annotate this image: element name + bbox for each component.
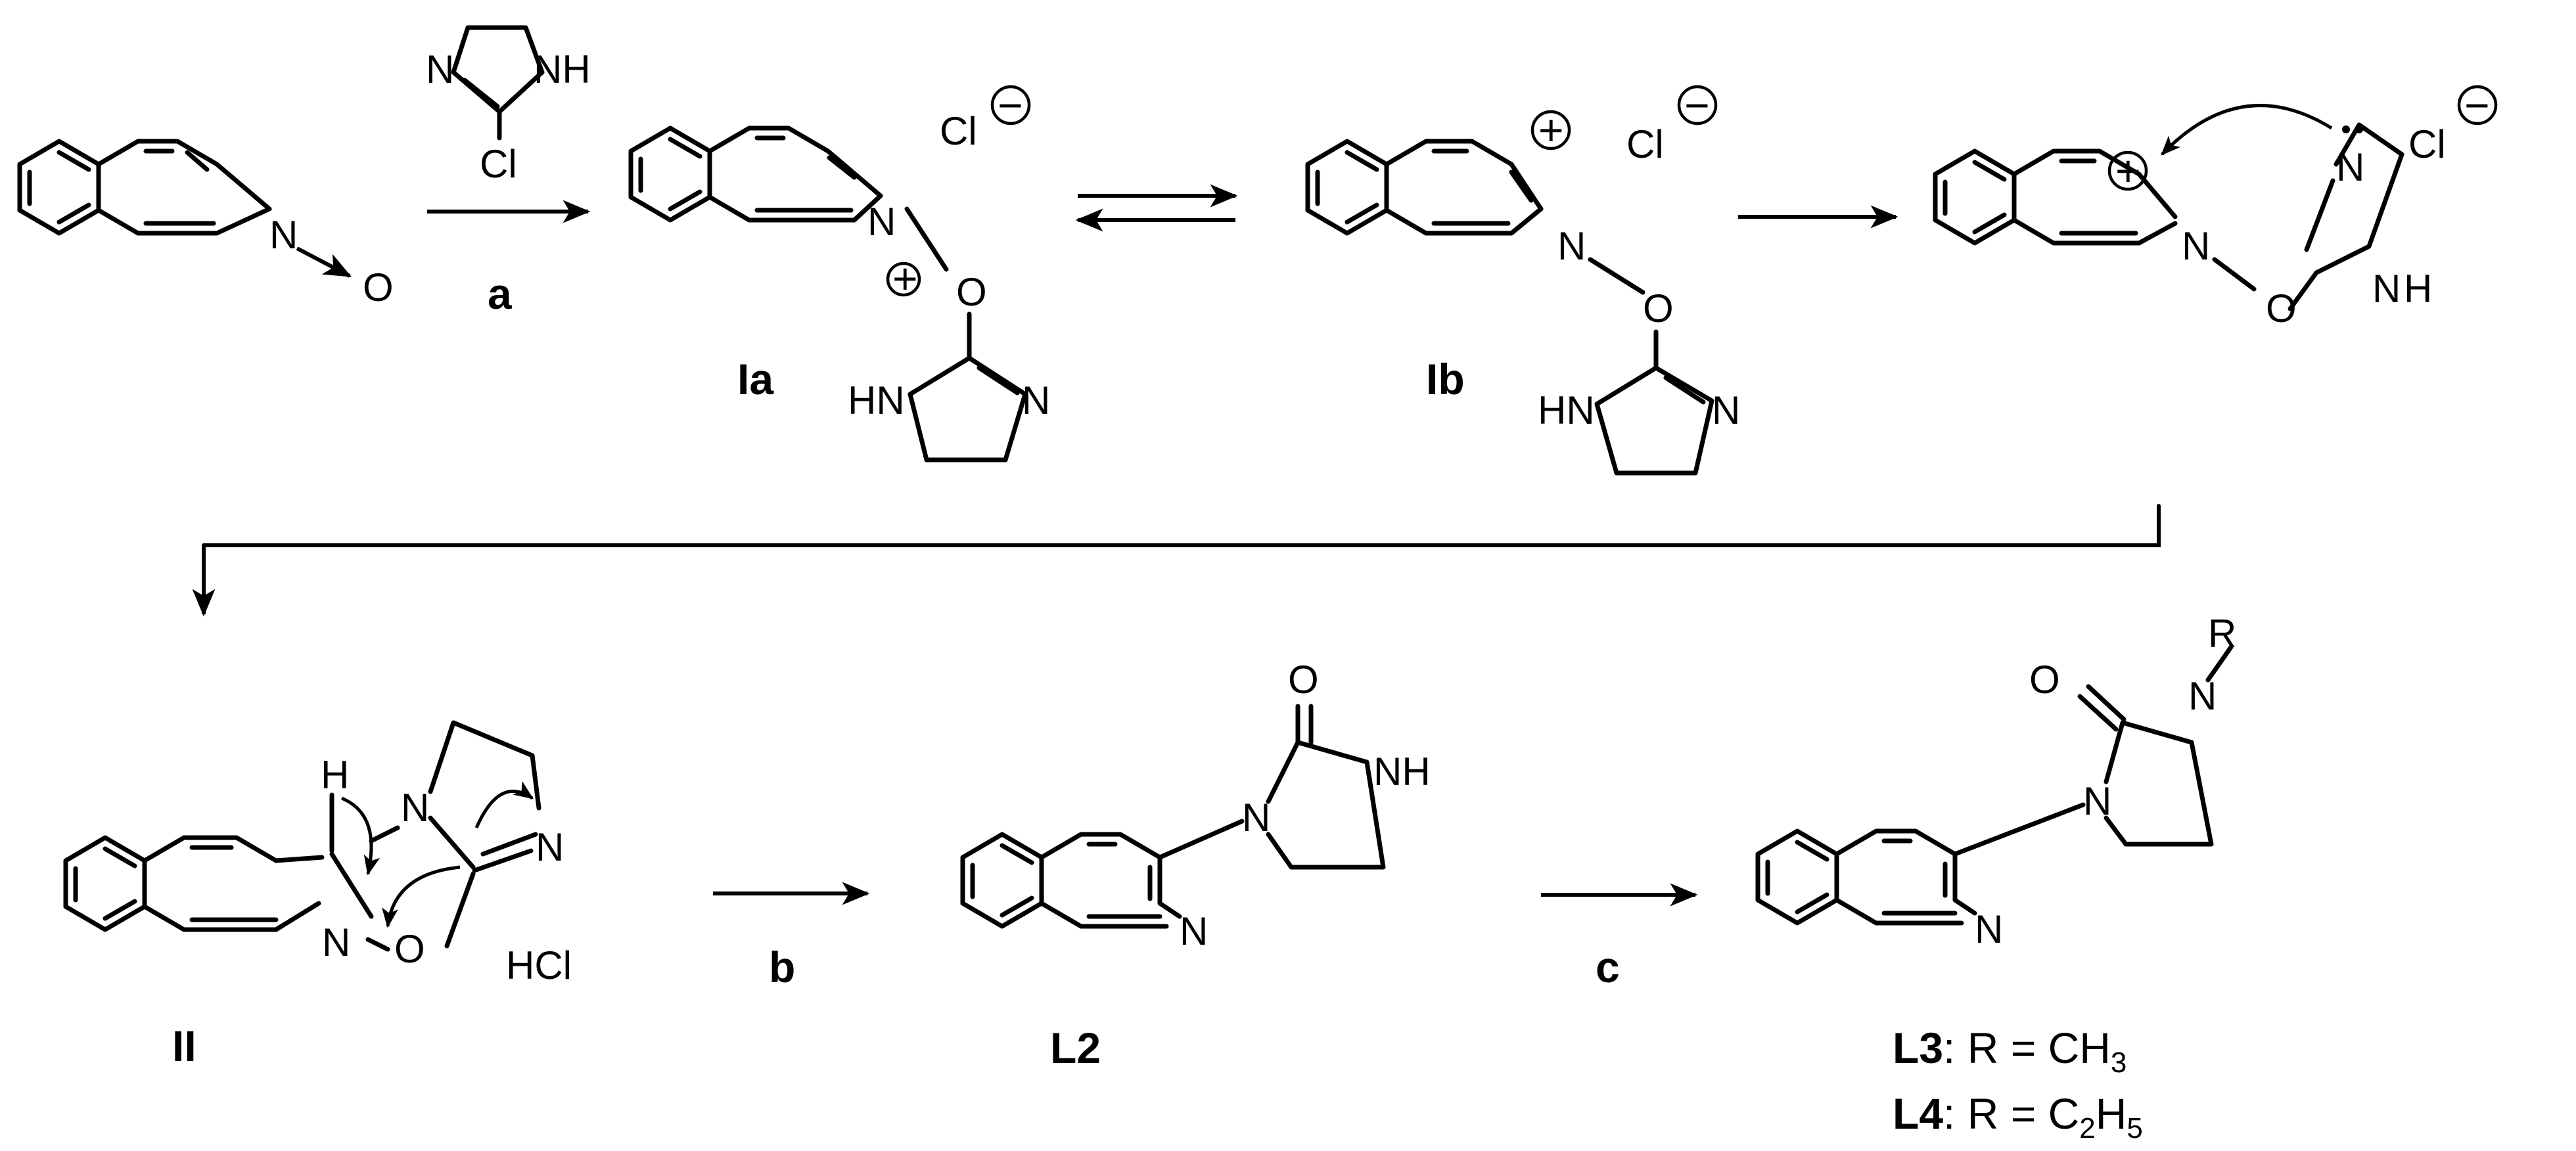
atom-n: N — [269, 213, 298, 257]
reagent-chloroimidazoline: N NH Cl — [426, 25, 591, 186]
label-l4: L4 — [1893, 1089, 1943, 1138]
l4-substituent-text: : R = C — [1943, 1089, 2079, 1138]
atom-o: O — [363, 265, 394, 309]
charge-minus: − — [2464, 81, 2490, 129]
label-l3: L3 — [1893, 1024, 1943, 1072]
lone-pair-dot — [2355, 125, 2363, 133]
connector-arrow — [192, 504, 2161, 617]
equilibrium-arrows — [1075, 184, 1238, 232]
atom-n: N — [1712, 388, 1740, 432]
l4-subscript-1: 2 — [2079, 1112, 2095, 1144]
l4-substituent-h: H — [2096, 1089, 2127, 1138]
curly-arrow — [341, 796, 380, 876]
positive-charge-icon — [1530, 110, 1571, 150]
atom-n: N — [1180, 909, 1208, 953]
curly-arrow — [474, 781, 534, 829]
atom-n: N — [1242, 796, 1270, 840]
atom-n: N — [536, 825, 564, 869]
label-ia: Ia — [737, 355, 774, 403]
product-l3-l4: N N O N R — [1755, 612, 2236, 951]
reagent-b: b — [769, 943, 795, 991]
atom-o: O — [956, 270, 987, 314]
intermediate-ib: + N O N HN Cl − — [1305, 81, 1740, 476]
reagent-c: c — [1596, 943, 1620, 991]
atom-n-plus: N — [2182, 224, 2210, 268]
charge-plus: + — [892, 254, 918, 303]
atom-n: N — [426, 47, 454, 91]
atom-h-nh: H — [2404, 267, 2432, 311]
legend-l3: L3: R = CH3 — [1893, 1024, 2127, 1079]
atom-o: O — [1288, 658, 1319, 702]
atom-hn: HN — [1538, 388, 1595, 432]
negative-charge-icon — [1677, 85, 1718, 125]
atom-o: O — [394, 927, 425, 971]
atom-o: O — [2029, 658, 2060, 702]
isoquinoline-n-oxide: N O — [17, 139, 394, 309]
l3-substituent-text: : R = CH — [1943, 1024, 2111, 1072]
atom-hn: HN — [848, 378, 905, 422]
positive-charge-icon — [2107, 150, 2148, 191]
reagent-a: a — [488, 269, 513, 318]
substituent-r: R — [2208, 612, 2236, 656]
label-ib: Ib — [1426, 355, 1465, 403]
atom-n-plus: N — [867, 200, 896, 244]
atom-o: O — [1643, 286, 1674, 330]
charge-plus: + — [1538, 106, 1564, 154]
charge-plus: + — [2115, 147, 2141, 195]
lone-pair-dot — [2342, 125, 2350, 133]
atom-nh: NH — [534, 47, 591, 91]
atom-cl: Cl — [2408, 122, 2446, 166]
reagent-hcl: HCl — [506, 943, 572, 987]
atom-cl: Cl — [940, 109, 977, 153]
positive-charge-icon — [886, 261, 921, 297]
label-l2: L2 — [1050, 1024, 1101, 1072]
product-l2: N N O NH — [960, 658, 1431, 953]
atom-n: N — [401, 786, 429, 830]
legend-l4: L4: R = C2H5 — [1893, 1089, 2143, 1144]
atom-n: N — [1975, 907, 2003, 951]
atom-n-plus: N — [1557, 224, 1586, 268]
curly-arrow — [382, 865, 461, 928]
label-ii: II — [172, 1022, 196, 1070]
charge-minus: − — [998, 81, 1023, 129]
atom-nh: NH — [1373, 750, 1431, 794]
atom-h: H — [321, 753, 349, 797]
intermediate-cyclization: + N O N N H Cl − — [1933, 81, 2498, 330]
atom-cl: Cl — [480, 142, 517, 186]
intermediate-ii: N H N N O HCl — [63, 720, 572, 987]
negative-charge-icon — [2457, 85, 2498, 125]
l3-subscript: 3 — [2111, 1047, 2127, 1079]
atom-n-lone-pair: N — [2336, 145, 2364, 189]
curly-arrow-nucleophilic-attack — [2161, 104, 2333, 156]
atom-nh: N — [2372, 267, 2401, 311]
negative-charge-icon — [990, 85, 1031, 125]
l4-subscript-2: 5 — [2127, 1112, 2142, 1144]
intermediate-ia: N + O N HN Cl − — [628, 81, 1050, 463]
atom-n: N — [2188, 674, 2217, 718]
atom-n: N — [1022, 378, 1050, 422]
atom-cl: Cl — [1626, 122, 1664, 166]
charge-minus: − — [1684, 81, 1710, 129]
atom-n: N — [322, 920, 350, 964]
